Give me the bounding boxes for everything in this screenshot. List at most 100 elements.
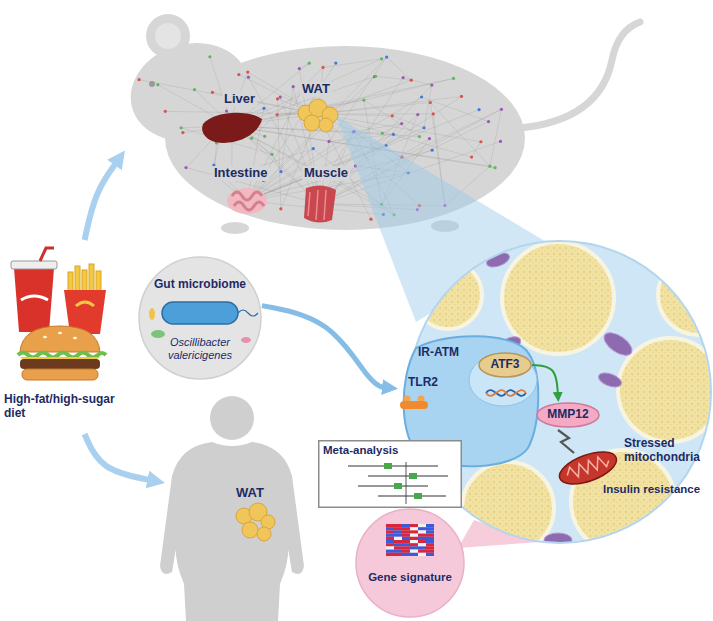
network-graph <box>272 154 281 171</box>
adipose-tissue-shape <box>597 370 624 389</box>
network-graph <box>381 132 384 135</box>
microbiome-circle: Gut microbiomeOscillibacter valericigene… <box>138 256 262 380</box>
network-graph <box>374 75 377 78</box>
network-graph <box>460 95 463 98</box>
junk-food-illustration <box>20 359 100 369</box>
organ-label: Liver <box>222 92 257 107</box>
gene-signature-shape <box>410 524 418 527</box>
gene-signature-shape <box>402 543 410 546</box>
network-graph <box>392 116 424 128</box>
panel-title: Meta-analysis <box>323 444 398 457</box>
gene-signature-shape <box>418 537 426 540</box>
gene-signature-shape <box>394 534 402 537</box>
network-graph <box>323 59 382 68</box>
mouse-silhouette-node: LiverWATIntestineMuscle <box>125 0 560 215</box>
tissue-label: WAT <box>234 486 266 501</box>
network-graph <box>237 73 240 76</box>
network-graph <box>180 126 183 129</box>
junk-food-illustration <box>20 326 100 352</box>
network-graph <box>500 108 503 111</box>
junk-food-illustration <box>18 353 106 358</box>
gene-signature-shape <box>426 534 434 537</box>
junk-food-illustration <box>73 337 77 339</box>
network-graph <box>385 55 388 58</box>
network-graph <box>402 76 405 79</box>
human-silhouette <box>210 396 254 440</box>
gene-signature-shape <box>394 550 402 553</box>
network-graph <box>477 108 480 111</box>
gene-signature-shape <box>386 543 394 546</box>
gene-signature-shape <box>418 543 426 546</box>
junk-food-illustration <box>21 296 48 300</box>
gene-signature-shape <box>426 540 434 543</box>
network-graph <box>321 66 324 69</box>
gene-signature-shape <box>402 530 410 533</box>
protein-label: ATF3 <box>490 358 519 372</box>
network-graph <box>184 166 187 169</box>
network-graph <box>430 102 490 166</box>
gene-signature-shape <box>418 524 426 527</box>
junk-food-illustration <box>58 332 62 334</box>
gene-signature-shape <box>410 534 418 537</box>
network-graph <box>247 76 250 79</box>
protein-label: MMP12 <box>547 408 588 422</box>
gene-signature-shape <box>410 543 418 546</box>
junk-food-illustration <box>76 302 94 306</box>
mouse-silhouette <box>146 14 190 58</box>
network-graph <box>431 149 434 152</box>
mouse-silhouette <box>520 22 640 128</box>
forest-plot-panel <box>358 486 428 487</box>
gene-signature-shape <box>402 540 410 543</box>
forest-plot-panel <box>414 493 422 499</box>
network-graph <box>250 137 253 140</box>
diet-arrow <box>85 434 151 480</box>
circle-title: Gene signature <box>355 571 465 584</box>
forest-plot-panel <box>348 466 438 467</box>
network-graph <box>279 95 282 98</box>
network-graph <box>418 135 421 138</box>
forest-plot-panel <box>319 441 462 508</box>
cell-label: IR-ATM <box>418 346 459 360</box>
junk-food-illustration <box>40 248 54 261</box>
gene-signature-shape <box>418 534 426 537</box>
mmp12-oval: MMP12 <box>536 402 600 428</box>
junk-food-illustration <box>89 264 94 294</box>
microbiome-circle-shape <box>241 337 251 343</box>
gene-signature-shape <box>394 524 402 527</box>
organ-label: Intestine <box>212 166 269 181</box>
network-graph <box>308 62 311 65</box>
diet-node: High-fat/high-sugar diet <box>2 240 120 434</box>
gene-signature-shape <box>418 550 426 553</box>
adipose-tissue-shape <box>558 430 574 453</box>
organ-illustration <box>202 99 338 223</box>
network-graph <box>470 155 473 158</box>
microbiome-circle-shape <box>138 256 262 380</box>
forest-plot-panel <box>409 473 417 479</box>
junk-food-illustration <box>14 268 54 332</box>
organ-illustration <box>319 118 333 132</box>
annotation-label: Insulin resistance <box>603 483 700 496</box>
microbiome-circle-shape <box>238 310 258 316</box>
network-graph <box>479 140 482 143</box>
gene-signature-shape <box>410 537 418 540</box>
network-graph <box>420 95 423 98</box>
network-graph <box>493 166 496 169</box>
gene-signature-shape <box>386 530 394 533</box>
network-graph <box>403 78 432 85</box>
network-graph <box>488 165 491 168</box>
gene-signature-shape <box>402 527 410 530</box>
adipose-tissue-shape <box>544 533 572 547</box>
microbiome-circle-shape <box>151 330 165 338</box>
gene-signature-shape <box>394 543 402 546</box>
forest-plot-panel <box>394 483 402 489</box>
network-graph <box>137 78 140 81</box>
network-graph <box>369 218 372 221</box>
network-graph <box>499 140 502 143</box>
gene-signature-shape <box>426 546 434 549</box>
adipose-tissue-shape <box>618 338 713 442</box>
gene-signature-shape <box>426 527 434 530</box>
network-graph <box>246 71 249 74</box>
